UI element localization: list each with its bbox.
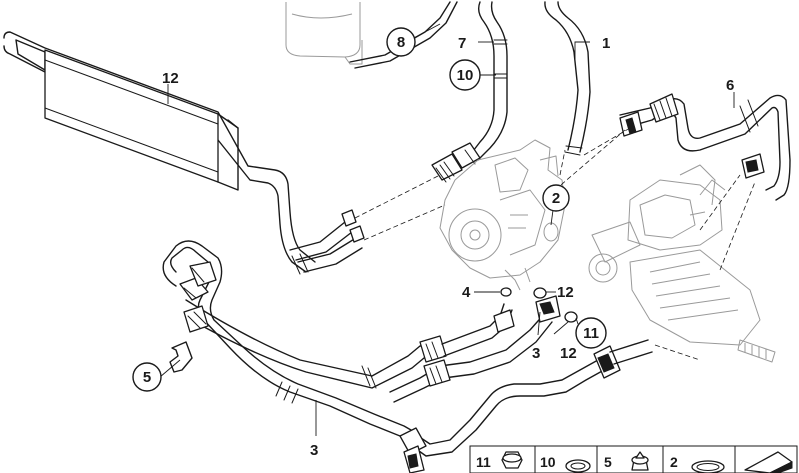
parts-cell-wedge	[744, 451, 793, 473]
hose-1	[544, 1, 591, 156]
callout-label-8: 8	[397, 34, 405, 51]
parts-strip: 11 10 5 2	[469, 445, 798, 473]
screw-icon	[631, 451, 649, 471]
dashed-connection-lines	[354, 127, 756, 361]
callout-label-4: 4	[462, 284, 471, 301]
callout-label-12b: 12	[560, 345, 577, 362]
fluid-reservoir	[285, 2, 363, 65]
hose-6	[619, 93, 791, 201]
hose-3-lower	[162, 240, 653, 473]
callout-9: 12	[162, 70, 179, 87]
callout-label-6: 6	[726, 77, 734, 94]
bolt-icon	[501, 451, 523, 469]
callout-label-3a: 3	[532, 345, 540, 362]
leader-lines	[159, 23, 735, 436]
callout-10: 10	[449, 59, 481, 91]
callout-label-9: 12	[162, 70, 179, 87]
parts-cell-label-10: 10	[540, 454, 556, 470]
callout-12a: 12	[557, 284, 574, 301]
clamp-brackets	[169, 261, 217, 373]
hose-clamp-icon	[565, 459, 591, 473]
callout-label-2: 2	[552, 190, 560, 207]
callout-8: 8	[386, 27, 416, 57]
power-steering-pump	[439, 139, 566, 291]
callout-12b: 12	[560, 345, 577, 362]
callout-3a: 3	[532, 345, 540, 362]
callout-label-1: 1	[602, 35, 610, 52]
hose-7-fitting	[431, 142, 481, 183]
middle-hoses	[185, 295, 561, 403]
seal-rings	[500, 287, 578, 323]
steering-gear	[588, 164, 776, 363]
parts-cell-label-2: 2	[670, 454, 678, 470]
callout-11: 11	[575, 317, 607, 349]
parts-cell-label-11: 11	[476, 454, 491, 470]
hose-3-lower-fitting	[399, 427, 427, 473]
callout-3b: 3	[310, 442, 318, 459]
callout-7: 7	[458, 35, 466, 52]
parts-cell-5: 5	[604, 451, 649, 471]
callout-5: 5	[132, 362, 162, 392]
wedge-icon	[744, 451, 793, 473]
callout-4: 4	[462, 284, 471, 301]
parts-cell-10: 10	[540, 454, 591, 473]
callout-label-11: 11	[583, 325, 599, 342]
parts-cell-2: 2	[670, 454, 725, 473]
hose-3-right-end	[593, 339, 653, 379]
hose-7	[431, 1, 508, 183]
callout-1: 1	[602, 35, 610, 52]
cooler-outlet-pipes	[289, 209, 365, 275]
parts-cell-label-5: 5	[604, 454, 612, 470]
callout-2: 2	[542, 184, 570, 212]
callout-label-12a: 12	[557, 284, 574, 301]
callout-6: 6	[726, 77, 734, 94]
hose-6-fitting	[619, 93, 679, 137]
parts-cell-11: 11	[476, 451, 523, 470]
clamp-ring-icon	[691, 460, 725, 473]
cooler-assembly-9	[3, 31, 365, 275]
callout-label-10: 10	[457, 67, 474, 84]
callout-label-5: 5	[143, 369, 151, 386]
callout-label-7: 7	[458, 35, 466, 52]
callout-label-3b: 3	[310, 442, 318, 459]
